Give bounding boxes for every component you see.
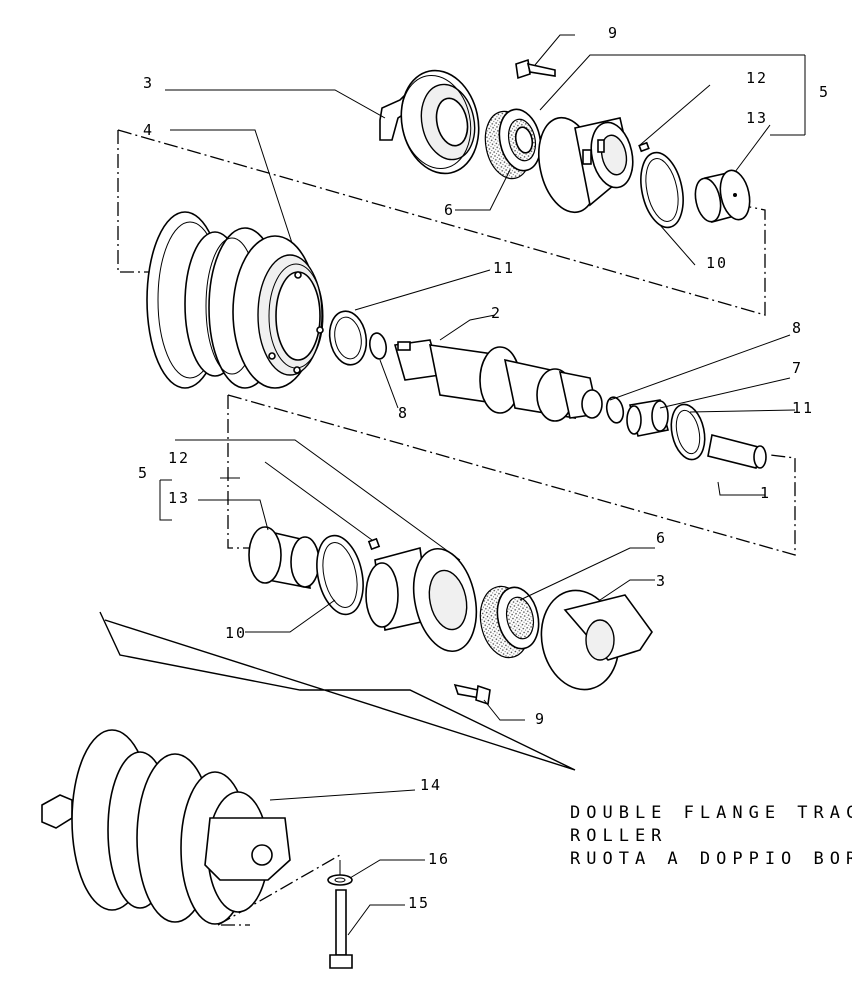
callout-12-top: 12: [746, 69, 768, 87]
part-cap-bottom: [248, 526, 320, 589]
part-bolt-bottom: [453, 683, 491, 706]
part-washer-16: [327, 874, 353, 886]
callout-10-top: 10: [706, 254, 728, 272]
part-seal-top: [484, 108, 542, 180]
part-ring-left: [328, 310, 387, 366]
callout-9-bottom: 9: [535, 710, 546, 728]
part-ring-bottom: [316, 534, 364, 616]
title-line-3: RUOTA A DOPPIO BORDO: [570, 849, 852, 869]
part-assembled-roller: [41, 611, 576, 925]
callout-15: 15: [408, 894, 430, 912]
callout-5-top: 5: [819, 83, 830, 101]
part-ring-11-right: [670, 403, 706, 461]
part-roller-body: [146, 211, 324, 389]
title-line-1: DOUBLE FLANGE TRACK: [570, 803, 852, 823]
part-bolt-15: [329, 889, 353, 969]
callout-13-top: 13: [746, 109, 768, 127]
callout-16: 16: [428, 850, 450, 868]
callout-11-right: 11: [792, 399, 814, 417]
callout-6-top: 6: [444, 201, 455, 219]
callout-12-bottom: 12: [168, 449, 190, 467]
callout-2: 2: [491, 304, 502, 322]
callout-9-top: 9: [608, 24, 619, 42]
leader-lines: [159, 34, 806, 936]
part-bushing-7: [626, 399, 669, 437]
callout-7: 7: [792, 359, 803, 377]
callout-4: 4: [143, 121, 154, 139]
part-bolt-top: [515, 58, 556, 80]
part-ring-top: [640, 151, 684, 229]
callout-14: 14: [420, 776, 442, 794]
part-seal-bottom: [479, 585, 540, 659]
callout-5-bottom: 5: [138, 464, 149, 482]
callout-11-top: 11: [493, 259, 515, 277]
part-end-cap-top: [379, 69, 480, 175]
callout-3-bottom: 3: [656, 572, 667, 590]
callout-3-top: 3: [143, 74, 154, 92]
part-shaft: [393, 339, 603, 422]
callout-6-bottom: 6: [656, 529, 667, 547]
callout-1: 1: [760, 484, 771, 502]
part-cap-top: [694, 169, 751, 224]
part-collar-bottom: [365, 537, 478, 653]
part-collar-top: [538, 116, 650, 214]
part-small-ring-8: [605, 396, 625, 424]
callout-numbers: 9 3 12 5 13 4 6 10 11 2 8 7 8 11 12 5 1 …: [138, 24, 830, 912]
callout-8-right: 8: [792, 319, 803, 337]
title-line-2: ROLLER: [570, 826, 668, 846]
part-support-bottom: [540, 589, 653, 691]
callout-8-left: 8: [398, 404, 409, 422]
part-pin-1: [707, 434, 767, 469]
callout-10-bottom: 10: [225, 624, 247, 642]
callout-13-bottom: 13: [168, 489, 190, 507]
